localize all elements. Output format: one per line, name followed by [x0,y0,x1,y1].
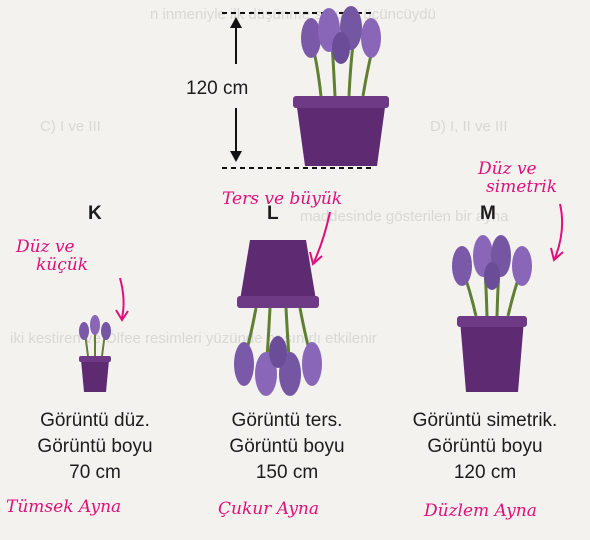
handwritten-answer-m: Düzlem Ayna [424,502,537,520]
handwritten-answer-k: Tümsek Ayna [6,498,121,516]
handwritten-answer-l: Çukur Ayna [218,500,319,518]
